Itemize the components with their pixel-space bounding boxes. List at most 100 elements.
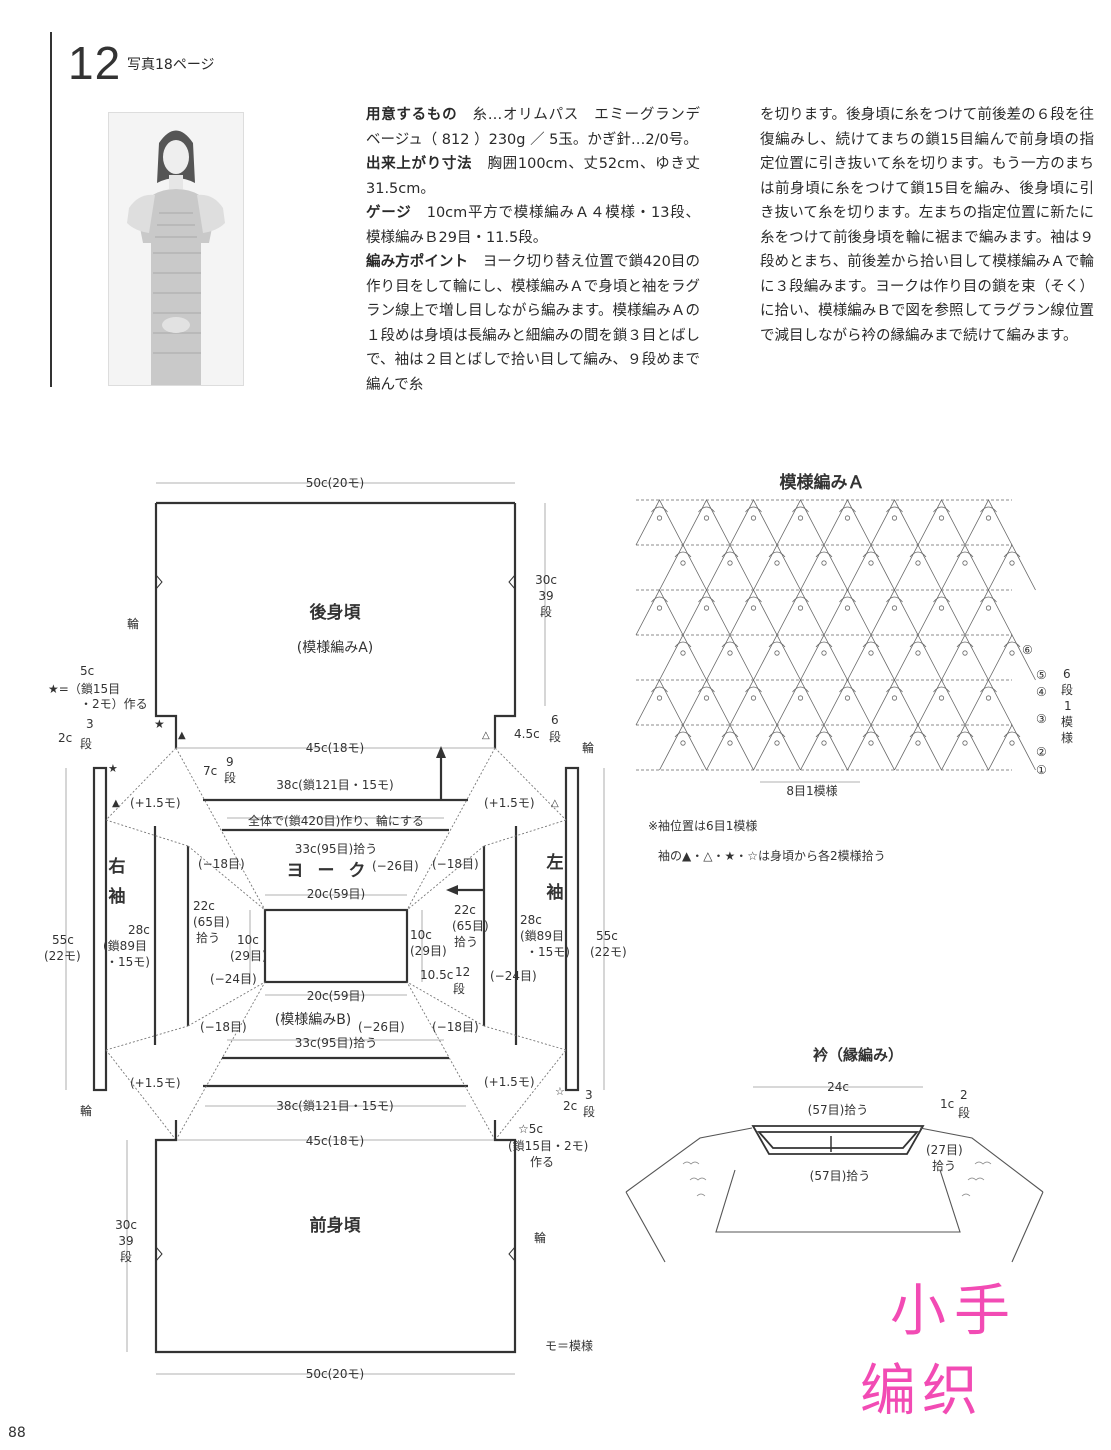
stitch-mark-57 bbox=[729, 589, 778, 636]
collar-width: 24c bbox=[827, 1080, 849, 1094]
collar-27: (27目) bbox=[926, 1143, 963, 1157]
stitch-mark-88 bbox=[847, 634, 895, 681]
stitch-mark-141 bbox=[894, 724, 942, 771]
size-paragraph: 出来上がり寸法 胸囲100cm、丈52cm、ゆき丈31.5cm。 bbox=[366, 152, 700, 201]
collar-1c: 1c bbox=[940, 1097, 954, 1111]
row-1: ① bbox=[1036, 763, 1047, 777]
stitch-mark-133 bbox=[768, 731, 786, 738]
stitch-mark-138 bbox=[847, 724, 895, 771]
width-38-top: 38c(鎖121目・15モ) bbox=[276, 777, 393, 792]
collar-band bbox=[751, 1125, 925, 1155]
garment-diagram: 50c(20モ) 後身頃 (模様編みA) 30c 39 段 輪 5c ★=（鎖1… bbox=[44, 476, 832, 1381]
stitch-mark-73 bbox=[980, 596, 997, 603]
sleeve-r-22mo: (22モ) bbox=[44, 949, 81, 963]
mo-note: モ＝模様 bbox=[545, 1339, 593, 1353]
model-photo bbox=[108, 112, 244, 386]
stitch-mark-24 bbox=[985, 515, 992, 521]
stitch-mark-137 bbox=[821, 740, 827, 746]
collar-title: 衿（縁編み） bbox=[813, 1046, 903, 1064]
stitch-mark-20 bbox=[933, 506, 950, 513]
pattern-a-stitches bbox=[635, 499, 1036, 783]
stitch-mark-134 bbox=[774, 740, 780, 746]
stitch-mark-116 bbox=[870, 679, 919, 726]
ring-label-back: 輪 bbox=[127, 616, 139, 631]
stitch-mark-36 bbox=[815, 551, 833, 558]
left-gap-rows: 3 bbox=[86, 717, 94, 731]
back-body-name: 後身頃 bbox=[310, 602, 362, 623]
stitch-mark-112 bbox=[797, 695, 804, 701]
pattern-note-1: ※袖位置は6目1模様 bbox=[648, 818, 757, 833]
stitch-mark-34 bbox=[774, 560, 780, 566]
pattern-b-label: (模様編みB) bbox=[275, 1012, 352, 1028]
top-width-label: 50c(20モ) bbox=[306, 476, 365, 490]
repeat-h: 8目1模様 bbox=[786, 784, 837, 798]
stitch-mark-72 bbox=[964, 589, 1013, 636]
stitch-mark-55 bbox=[698, 596, 715, 603]
sleeve-r-28: 28c bbox=[128, 923, 150, 937]
back-height-cm: 30c bbox=[535, 573, 557, 587]
stitch-mark-18 bbox=[891, 515, 898, 521]
stitch-mark-30 bbox=[721, 551, 739, 558]
front-height-cm: 30c bbox=[115, 1218, 137, 1232]
c9-dan-label: 段 bbox=[224, 770, 236, 785]
row-5: ⑤ bbox=[1036, 668, 1047, 682]
collar-top-pick: (57目)拾う bbox=[808, 1102, 869, 1117]
stitch-mark-65 bbox=[844, 605, 851, 611]
hirou-left: 拾う bbox=[196, 930, 220, 945]
star-note-2: ★=（鎖15目 bbox=[48, 681, 120, 696]
stitch-mark-77 bbox=[674, 641, 692, 648]
width-33-top: 33c(95目)拾う bbox=[295, 841, 378, 856]
stitch-mark-146 bbox=[962, 740, 968, 746]
width-45-bottom: 45c(18モ) bbox=[306, 1134, 365, 1148]
stitch-mark-90 bbox=[868, 650, 874, 656]
width-45-top: 45c(18モ) bbox=[306, 741, 365, 755]
stitch-mark-19 bbox=[917, 499, 966, 546]
stitch-mark-61 bbox=[792, 596, 809, 603]
stitch-mark-58 bbox=[745, 596, 762, 603]
stitch-mark-82 bbox=[753, 634, 801, 681]
gap-3-bottom: 3 bbox=[585, 1088, 593, 1102]
width-33-bottom: 33c(95目)拾う bbox=[295, 1035, 378, 1050]
left-sleeve-1: 左 bbox=[547, 852, 564, 873]
c29-right: (29目) bbox=[410, 944, 447, 958]
stitch-mark-130 bbox=[721, 731, 739, 738]
collar-garment-outline bbox=[625, 1127, 1044, 1263]
white-star-note-2: (鎖15目・2モ) bbox=[508, 1138, 588, 1153]
stitch-mark-145 bbox=[956, 731, 974, 738]
stitch-mark-136 bbox=[815, 731, 833, 738]
stitch-mark-32 bbox=[753, 544, 801, 591]
pattern-a-title: 模様編みＡ bbox=[780, 472, 865, 493]
stitch-mark-99 bbox=[1009, 650, 1015, 656]
instructions-column-2: を切ります。後身頃に糸をつけて前後差の６段を往復編みし、続けてまちの鎖15目編ん… bbox=[760, 107, 1094, 344]
collar-diagram: 衿（縁編み） 24c (57目)拾う 1c 2 段 (27目) 拾う (57目)… bbox=[625, 1046, 1044, 1263]
stitch-mark-5 bbox=[698, 506, 715, 513]
stitch-mark-107 bbox=[729, 679, 778, 726]
right-gap-rows: 6 bbox=[551, 713, 559, 727]
gauge-body: 10cm平方で模様編みＡ４模様・13段、模様編みＢ29目・11.5段。 bbox=[366, 205, 701, 246]
stitch-mark-127 bbox=[674, 731, 692, 738]
plus-right-top: (+1.5モ) bbox=[484, 796, 535, 810]
stitch-mark-117 bbox=[886, 686, 903, 693]
left-sleeve-2: 袖 bbox=[547, 882, 564, 903]
stitch-mark-17 bbox=[886, 506, 903, 513]
triangle-mark-sleeve-l: △ bbox=[551, 798, 559, 809]
watermark-line-2: 编织 bbox=[860, 1359, 984, 1424]
bottom-width-label: 50c(20モ) bbox=[306, 1367, 365, 1381]
materials-label: 用意するもの bbox=[366, 107, 458, 123]
repeat-v-2: 段 bbox=[1061, 682, 1073, 697]
stitch-mark-101 bbox=[635, 679, 684, 726]
gauge-label: ゲージ bbox=[366, 205, 412, 221]
gap-2c-bottom: 2c bbox=[563, 1099, 577, 1113]
sleeve-l-55: 55c bbox=[596, 929, 618, 943]
stitch-mark-27 bbox=[674, 551, 692, 558]
stitch-mark-3 bbox=[656, 515, 663, 521]
point-body: ヨーク切り替え位置で鎖420目の作り目をして輪にし、模様編みＡで身頃と袖をラグラ… bbox=[366, 254, 701, 393]
stitch-mark-94 bbox=[941, 634, 989, 681]
stitch-mark-123 bbox=[980, 686, 997, 693]
stitch-mark-4 bbox=[682, 499, 731, 546]
stitch-mark-120 bbox=[933, 686, 950, 693]
stitch-mark-33 bbox=[768, 551, 786, 558]
gauge-paragraph: ゲージ 10cm平方で模様編みＡ４模様・13段、模様編みＢ29目・11.5段。 bbox=[366, 201, 700, 250]
stitch-mark-16 bbox=[870, 499, 919, 546]
c12-dan: 段 bbox=[453, 981, 465, 996]
